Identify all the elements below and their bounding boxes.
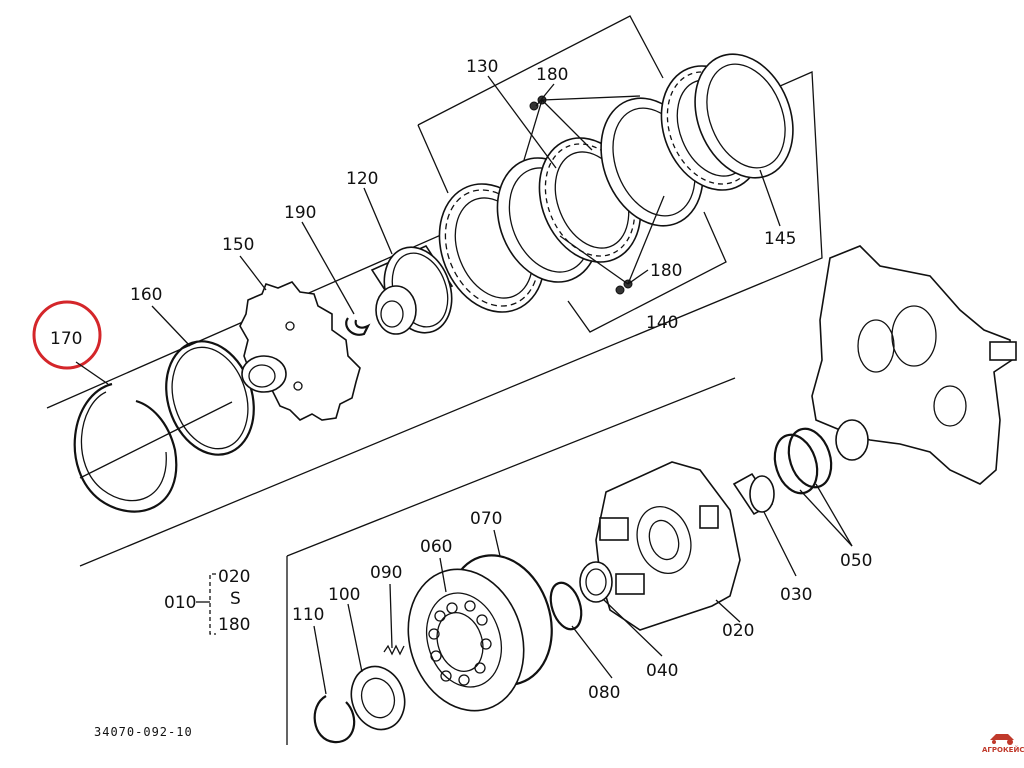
clutch-pack-outline: [417, 15, 727, 333]
label-140: 140: [646, 313, 678, 333]
spring-090: [383, 644, 405, 656]
assembly-sep-label: S: [230, 589, 241, 609]
upper-group-outline: [46, 71, 823, 567]
assembly-root-label: 010: [164, 593, 196, 613]
clutch-plate-6: [694, 53, 794, 179]
label-130: 130: [466, 57, 498, 77]
label-180-bottom: 180: [650, 261, 682, 281]
highlight-circle-170: [32, 300, 102, 370]
label-110: 110: [292, 605, 324, 625]
label-040: 040: [646, 661, 678, 681]
drawing-number: 34070-092-10: [94, 725, 193, 739]
snap-ring-170: [73, 382, 233, 513]
label-150: 150: [222, 235, 254, 255]
label-030: 030: [780, 585, 812, 605]
bearing-040: [579, 561, 613, 603]
plate-100: [350, 665, 406, 731]
label-100: 100: [328, 585, 360, 605]
label-090: 090: [370, 563, 402, 583]
label-050: 050: [840, 551, 872, 571]
watermark-logo: АГРОКЕЙС: [982, 734, 1024, 754]
bearing-030: [732, 472, 775, 516]
rings-050: [773, 427, 833, 495]
assembly-key: 010 020 S 180: [164, 567, 250, 635]
piston-060: [407, 568, 525, 712]
label-080: 080: [588, 683, 620, 703]
transmission-housing: [811, 245, 1017, 485]
hub-plate-150: [239, 281, 361, 421]
drum-120: [370, 244, 454, 335]
clip-190: [345, 317, 371, 336]
label-060: 060: [420, 537, 452, 557]
snap-ring-110: [313, 695, 356, 744]
assembly-to-label: 180: [218, 615, 250, 635]
label-180-top: 180: [536, 65, 568, 85]
label-170: 170: [50, 329, 82, 349]
label-145: 145: [764, 229, 796, 249]
label-020: 020: [722, 621, 754, 641]
label-120: 120: [346, 169, 378, 189]
label-160: 160: [130, 285, 162, 305]
part-labels: 130 180 120 190 150 160 170 145 180 140 …: [50, 57, 872, 703]
label-070: 070: [470, 509, 502, 529]
label-190: 190: [284, 203, 316, 223]
assembly-from-label: 020: [218, 567, 250, 587]
lower-group-outline: [286, 377, 736, 745]
leader-lines: [75, 75, 853, 695]
carrier-020: [595, 461, 741, 631]
watermark-text: АГРОКЕЙС: [982, 745, 1024, 754]
